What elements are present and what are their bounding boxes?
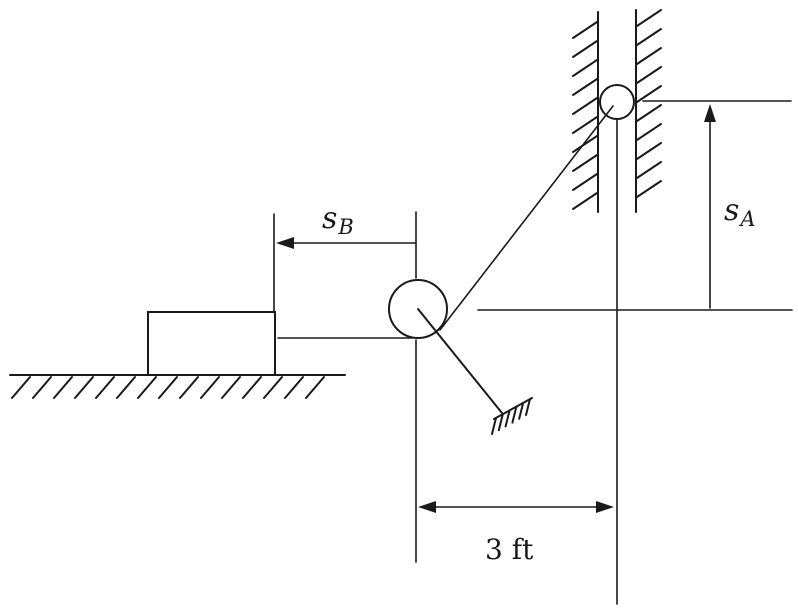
ground-hatch-mark <box>242 376 262 399</box>
pulley-support-strut <box>417 308 503 414</box>
ground-hatch-mark <box>158 376 178 399</box>
ground-hatch-mark <box>284 376 304 399</box>
mount-hatch-mark <box>525 398 531 416</box>
mount-hatch-mark <box>518 401 525 420</box>
wall-hatch-mark <box>572 154 598 172</box>
sb-dimension <box>273 211 417 313</box>
wall-hatch-mark <box>636 85 662 103</box>
wall-hatch-mark <box>636 66 662 84</box>
mount-hatch-mark <box>511 405 518 424</box>
ground-hatch-mark <box>74 376 94 399</box>
ground-hatch-mark <box>11 376 31 399</box>
lower-pulley <box>388 279 448 339</box>
wall-hatch-mark <box>572 116 598 134</box>
wall-hatch-mark <box>636 180 662 198</box>
ground <box>9 374 346 399</box>
sb-label: sB <box>322 201 354 239</box>
ground-hatch-mark <box>116 376 136 399</box>
ground-hatch-mark <box>305 376 325 399</box>
ground-hatch-mark <box>179 376 199 399</box>
mount-hatch-mark <box>491 417 497 435</box>
distance-dimension <box>418 501 614 513</box>
ground-hatch-mark <box>263 376 283 399</box>
wall-hatch-mark <box>572 21 598 39</box>
wall-hatch-mark <box>636 142 662 160</box>
wall-hatch-mark <box>636 161 662 179</box>
wall-hatch-mark <box>572 59 598 77</box>
wall-hatch-mark <box>572 97 598 115</box>
wall-hatch-mark <box>572 78 598 96</box>
mount-hatch-mark <box>504 409 511 428</box>
wall-hatch-mark <box>572 192 598 210</box>
mount-hatch-mark <box>497 413 504 432</box>
ground-hatch-mark <box>53 376 73 399</box>
wall-hatch-mark <box>636 47 662 65</box>
distance-label: 3 ft <box>485 533 534 566</box>
wall-hatch-mark <box>636 9 662 27</box>
guide-wall-right <box>635 9 662 213</box>
cable-pulley-to-slider <box>439 105 614 331</box>
ground-hatch-mark <box>95 376 115 399</box>
wall-hatch-mark <box>636 104 662 122</box>
wall-hatch-mark <box>572 40 598 58</box>
sa-dimension <box>642 100 792 309</box>
block-b <box>147 311 276 376</box>
slider-a <box>599 84 635 120</box>
ground-hatch-mark <box>221 376 241 399</box>
sa-label: sA <box>724 193 756 231</box>
wall-hatch-mark <box>572 135 598 153</box>
wall-hatch-mark <box>636 28 662 46</box>
guide-wall-left <box>572 11 599 213</box>
wall-mount <box>491 397 533 435</box>
ground-hatch-mark <box>32 376 52 399</box>
ground-hatch-mark <box>200 376 220 399</box>
wall-hatch-mark <box>572 173 598 191</box>
wall-hatch-mark <box>636 123 662 141</box>
ground-hatch-mark <box>137 376 157 399</box>
